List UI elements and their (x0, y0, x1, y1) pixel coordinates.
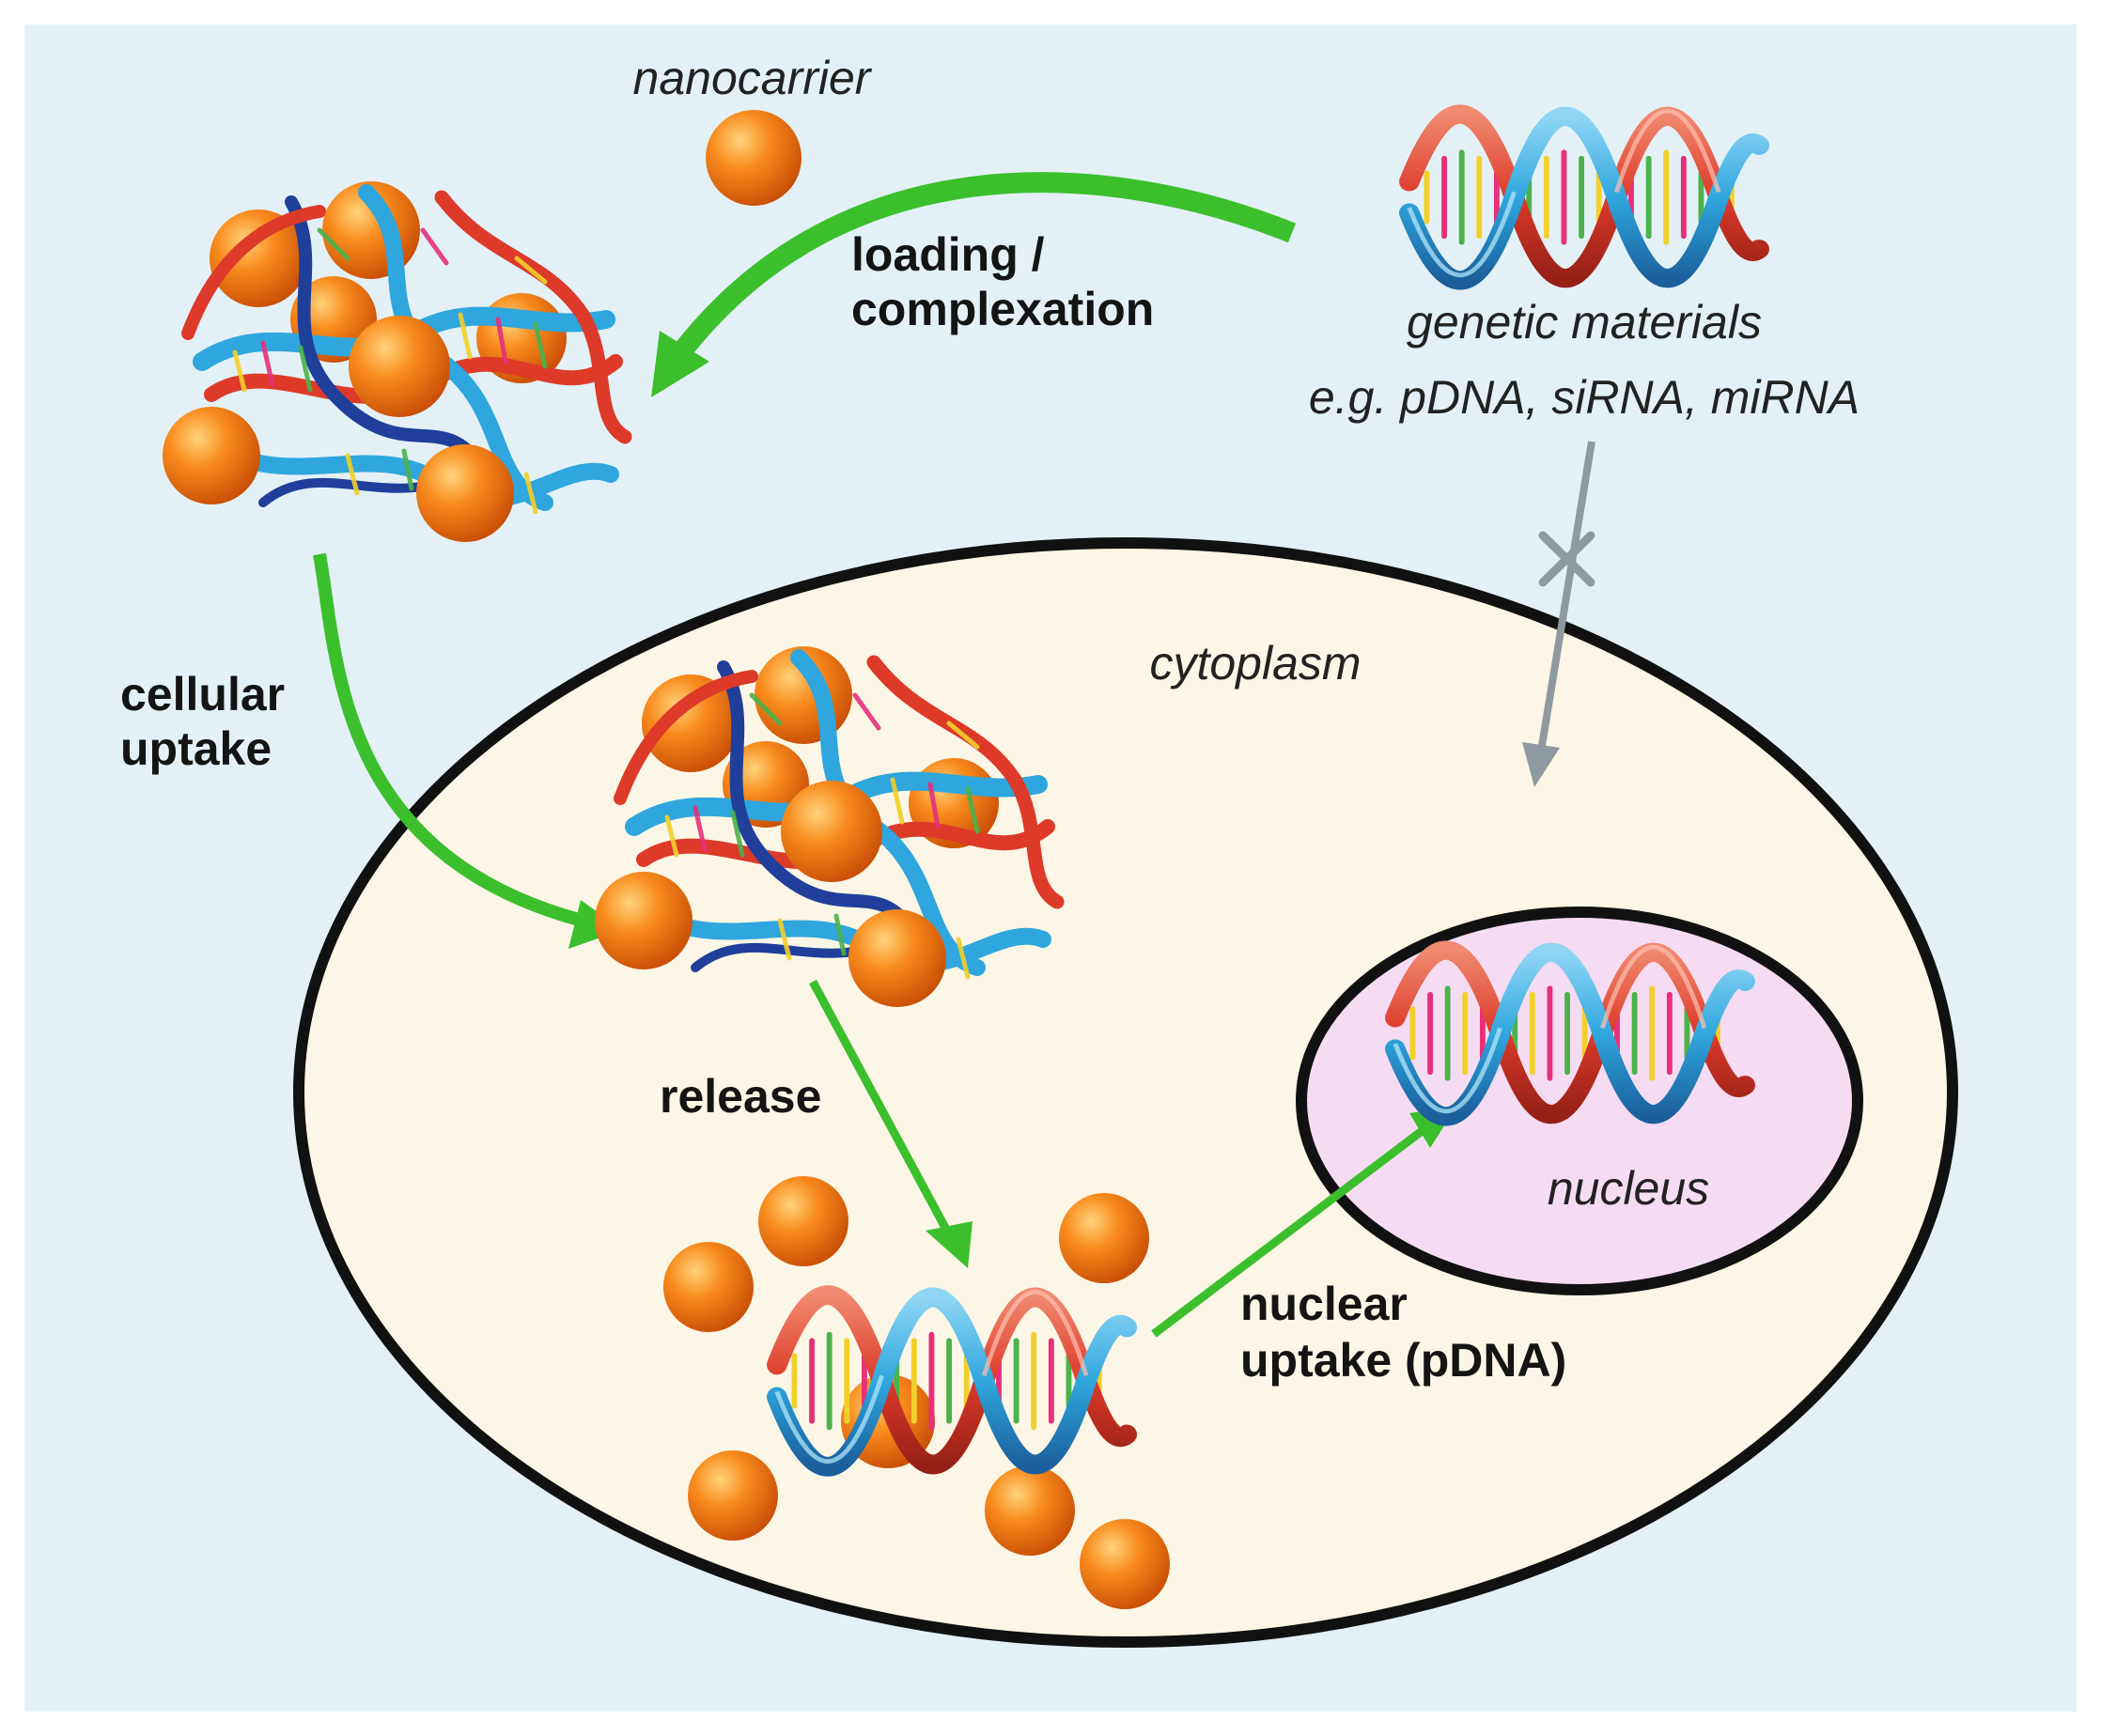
nanocarrier-sphere-icon (985, 1465, 1075, 1556)
cross-mark-icon (1538, 531, 1595, 587)
uptake-arrow (313, 552, 603, 932)
nanocarrier-sphere-icon (706, 110, 801, 206)
nanocarrier-sphere-icon (1080, 1519, 1170, 1609)
nanocarrier-sphere-icon (758, 1176, 848, 1266)
nanocarrier-sphere-icon (663, 1242, 754, 1332)
loading-label-line2: complexation (851, 283, 1154, 335)
blocked-entry-arrow (1537, 441, 1595, 752)
genetic-examples-label: e.g. pDNA, siRNA, miRNA (1309, 371, 1860, 424)
cellular-uptake-label-line1: cellular (120, 668, 285, 721)
cellular-uptake-label-line2: uptake (120, 722, 272, 775)
genetic-materials-label: genetic materials (1407, 296, 1762, 349)
release-arrow-head (926, 1221, 973, 1268)
loading-arrow (673, 172, 1297, 359)
release-arrow (809, 979, 955, 1241)
release-label: release (660, 1070, 821, 1123)
nuclear-uptake-arrow (1151, 1119, 1436, 1338)
loading-label-line1: loading / (851, 228, 1045, 281)
loading-arrow-head (651, 331, 709, 397)
nuclear-uptake-label-line2: uptake (pDNA) (1240, 1334, 1566, 1387)
nuclear-uptake-label-line1: nuclear (1240, 1278, 1408, 1330)
cell-membrane (293, 537, 1958, 1648)
nucleus-label: nucleus (1548, 1162, 1709, 1215)
cytoplasm-label: cytoplasm (1149, 637, 1361, 690)
nanocarrier-sphere-icon (688, 1450, 778, 1541)
blocked-entry-arrow-head (1522, 742, 1560, 787)
nanocarrier-label: nanocarrier (633, 52, 873, 104)
nanocarrier-sphere-icon (1059, 1193, 1149, 1283)
